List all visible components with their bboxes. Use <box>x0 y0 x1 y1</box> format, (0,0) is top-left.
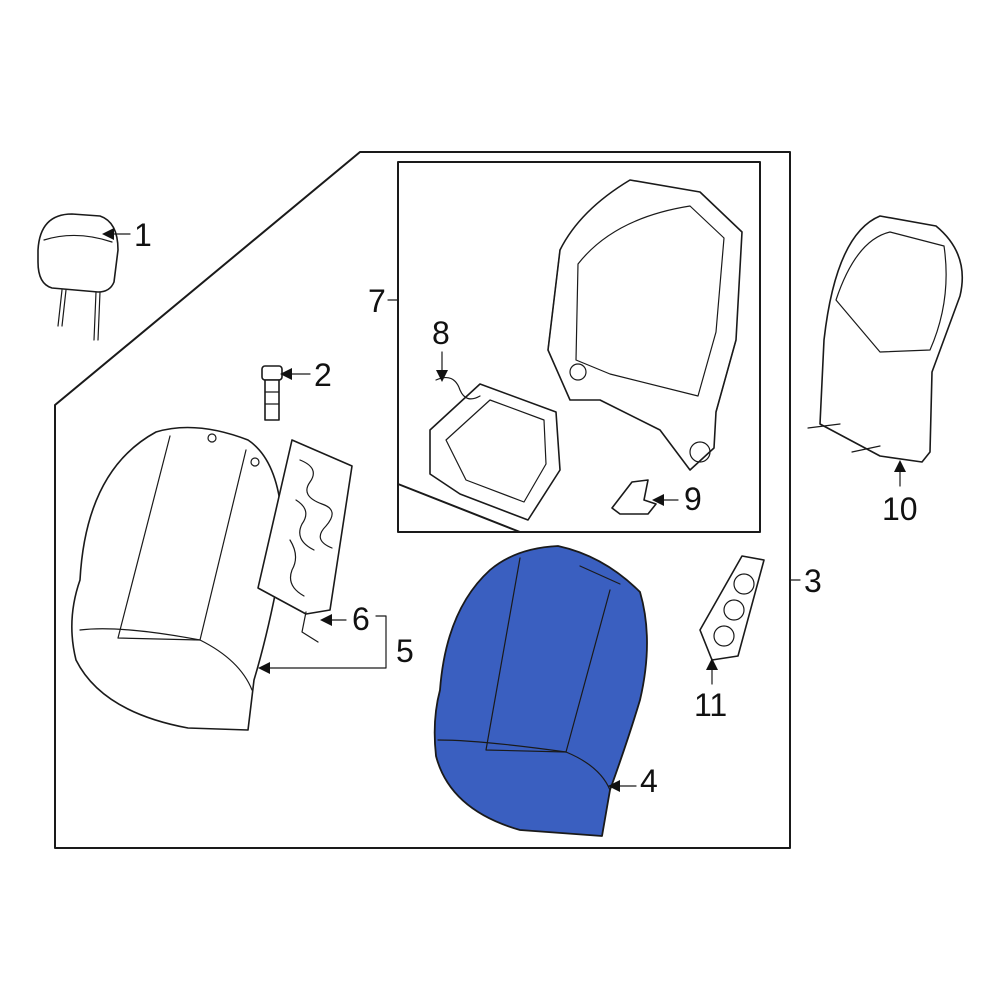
part-heater-pad[interactable] <box>257 439 353 643</box>
callout-3: 3 <box>804 563 822 599</box>
callout-2: 2 <box>314 357 332 393</box>
part-headrest[interactable] <box>37 213 119 341</box>
callout-4: 4 <box>640 763 658 799</box>
callout-6: 6 <box>352 601 370 637</box>
callout-7: 7 <box>368 283 386 319</box>
part-trim-cover[interactable] <box>699 555 765 661</box>
callout-1: 1 <box>134 217 152 253</box>
part-guide-bolt[interactable] <box>261 365 283 421</box>
part-seat-back-pad-highlighted[interactable] <box>433 545 648 837</box>
part-back-panel[interactable] <box>807 215 964 463</box>
part-seat-back-frame[interactable] <box>547 179 743 471</box>
frame-box-corner <box>397 483 521 533</box>
part-bracket[interactable] <box>611 479 657 515</box>
assembly-boundary <box>54 151 791 849</box>
callout-10: 10 <box>882 491 918 527</box>
frame-group-box <box>397 161 761 533</box>
callout-9: 9 <box>684 481 702 517</box>
callout-8: 8 <box>432 315 450 351</box>
callout-5: 5 <box>396 633 414 669</box>
leader-lines <box>102 228 906 792</box>
part-seat-back-cover[interactable] <box>71 426 283 731</box>
part-lumbar-support[interactable] <box>429 377 561 521</box>
callout-11: 11 <box>694 687 727 723</box>
